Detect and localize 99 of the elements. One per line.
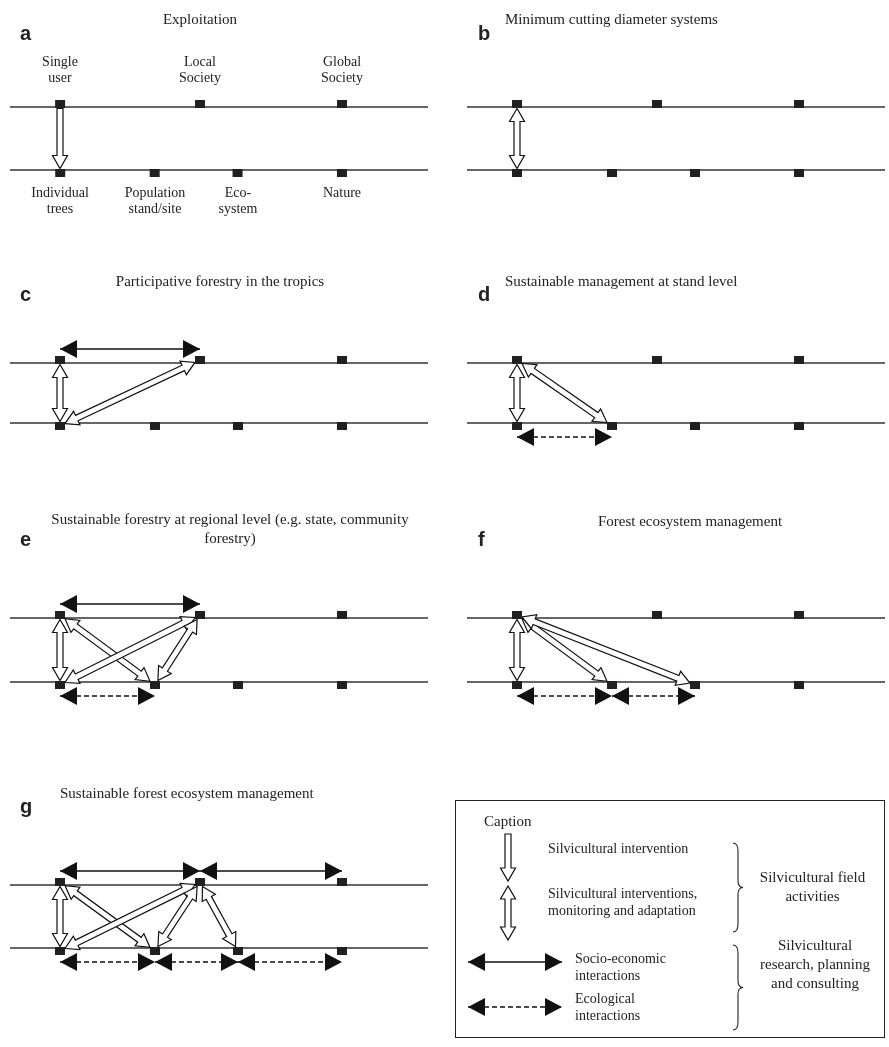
node-label: Local Society — [179, 54, 221, 86]
legend-heading: Caption — [484, 812, 533, 831]
panel-letter: f — [478, 528, 486, 550]
marker-square — [794, 422, 804, 430]
bracket-label: Silvicultural research, planning and consulting — [759, 936, 871, 993]
double-line-arrow — [508, 363, 526, 423]
double-line-arrow — [51, 363, 69, 423]
legend-text: Ecological interactions — [575, 990, 642, 1024]
marker-square — [150, 681, 160, 689]
double-line-arrow — [63, 360, 197, 426]
node-label: Nature — [322, 185, 362, 201]
arrow — [59, 687, 156, 705]
arrow — [154, 953, 239, 971]
double-line-arrow — [51, 885, 69, 948]
marker-square — [652, 356, 662, 364]
panel-title: Exploitation — [161, 10, 239, 29]
marker-square — [512, 422, 522, 430]
marker-square — [233, 422, 243, 430]
double-line-arrow — [508, 107, 526, 170]
marker-square — [794, 356, 804, 364]
marker-square — [337, 422, 347, 430]
double-line-arrow — [63, 882, 197, 951]
marker-square — [512, 169, 522, 177]
arrow — [516, 687, 613, 705]
marker-square — [690, 422, 700, 430]
marker-square — [512, 611, 522, 619]
marker-square — [607, 681, 617, 689]
marker-square — [195, 611, 205, 619]
marker-square — [337, 611, 347, 619]
marker-square — [794, 100, 804, 108]
double-line-arrow — [63, 615, 197, 685]
node-label: Single user — [42, 54, 78, 86]
legend-text: Socio-economic interactions — [575, 950, 667, 984]
panel-title: Sustainable management at stand level — [505, 272, 739, 291]
panel-letter: c — [20, 283, 33, 305]
double-line-arrow — [521, 362, 608, 424]
marker-square — [512, 356, 522, 364]
arrow — [611, 687, 696, 705]
marker-square — [55, 422, 65, 430]
arrow — [516, 428, 613, 446]
double-line-arrow — [157, 618, 198, 682]
panel-letter: d — [478, 283, 492, 305]
marker-square — [512, 100, 522, 108]
marker-square — [55, 947, 65, 955]
double-line-arrow — [51, 618, 69, 682]
marker-square — [337, 356, 347, 364]
legend-text: Silvicultural intervention — [548, 840, 690, 857]
bracket-label: Silvicultural field activities — [758, 868, 867, 906]
marker-square — [195, 356, 205, 364]
double-line-arrow — [201, 885, 237, 948]
node-label: Population stand/site — [124, 185, 186, 217]
marker-square — [690, 169, 700, 177]
node-label: Individual trees — [31, 185, 89, 217]
marker-square — [150, 947, 160, 955]
marker-square — [337, 878, 347, 886]
panel-title: Participative forestry in the tropics — [114, 272, 326, 291]
marker-square — [55, 878, 65, 886]
arrow — [59, 595, 201, 613]
marker-square — [794, 681, 804, 689]
marker-square — [195, 878, 205, 886]
marker-square — [55, 681, 65, 689]
arrow — [59, 862, 201, 880]
legend-text: Silvicultural interventions, monitoring and adaptation — [548, 885, 699, 919]
panel-letter: e — [20, 528, 33, 550]
panel-title: Minimum cutting diameter systems — [505, 10, 719, 29]
marker-square — [233, 947, 243, 955]
arrow — [59, 340, 201, 358]
panel-letter: g — [20, 795, 34, 817]
marker-square — [337, 947, 347, 955]
double-line-arrow — [64, 884, 151, 949]
marker-square — [233, 681, 243, 689]
marker-square — [607, 169, 617, 177]
marker-square — [512, 681, 522, 689]
marker-square — [607, 422, 617, 430]
marker-square — [337, 681, 347, 689]
node-label: Eco- system — [218, 185, 258, 217]
marker-square — [690, 681, 700, 689]
double-line-arrow — [64, 618, 151, 682]
marker-square — [55, 356, 65, 364]
node-label: Global Society — [321, 54, 363, 86]
double-line-arrow — [51, 107, 69, 170]
marker-square — [55, 611, 65, 619]
marker-square — [652, 611, 662, 619]
panel-letter: a — [20, 22, 33, 44]
arrow — [59, 953, 156, 971]
marker-square — [652, 100, 662, 108]
arrow — [237, 953, 343, 971]
double-line-arrow — [520, 613, 692, 687]
panel-title: Forest ecosystem management — [596, 512, 784, 531]
panel-letter: b — [478, 22, 492, 44]
double-line-arrow — [508, 618, 526, 682]
panel-title: Sustainable forest ecosystem management — [60, 784, 315, 803]
arrow — [199, 862, 343, 880]
marker-square — [794, 169, 804, 177]
double-line-arrow — [157, 885, 198, 948]
panel-title: Sustainable forestry at regional level (e.g. state, community forestry) — [50, 510, 410, 548]
marker-square — [150, 422, 160, 430]
double-line-arrow — [521, 618, 608, 682]
marker-square — [794, 611, 804, 619]
